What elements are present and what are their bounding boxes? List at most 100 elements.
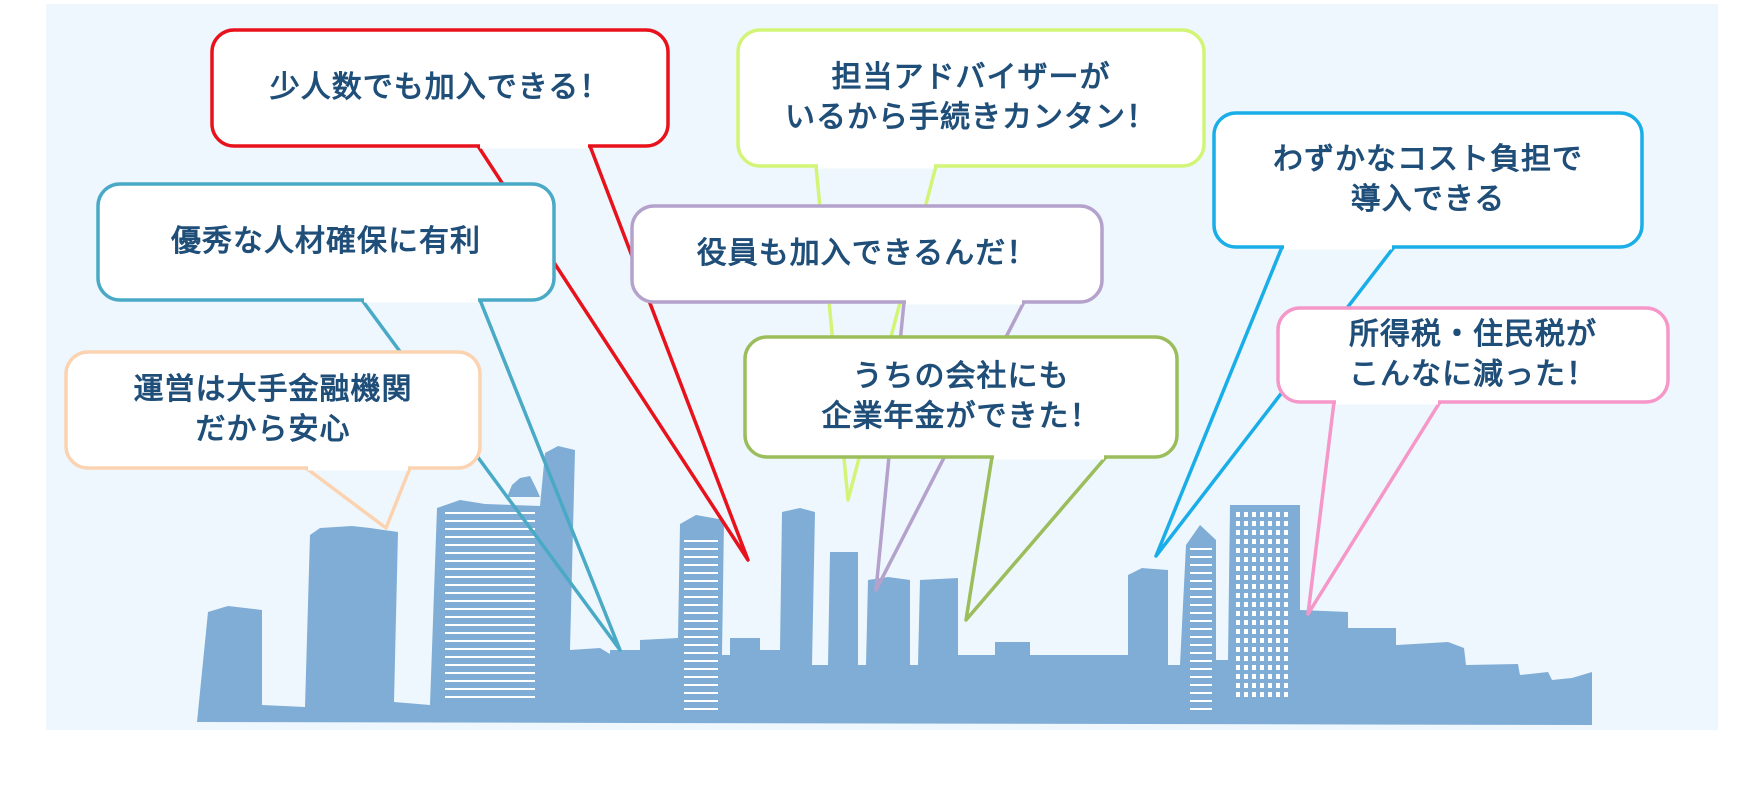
window-cell bbox=[1268, 575, 1272, 580]
window-cell bbox=[1284, 521, 1288, 526]
window-cell bbox=[1268, 530, 1272, 535]
window-cell bbox=[1252, 665, 1256, 670]
window-stripe bbox=[445, 600, 535, 602]
window-cell bbox=[1244, 593, 1248, 598]
window-cell bbox=[1244, 620, 1248, 625]
window-cell bbox=[1244, 629, 1248, 634]
window-cell bbox=[1276, 683, 1280, 688]
speech-bubbles bbox=[64, 28, 1670, 652]
window-stripe bbox=[684, 580, 718, 582]
window-cell bbox=[1268, 593, 1272, 598]
window-stripe bbox=[684, 564, 718, 566]
window-cell bbox=[1236, 512, 1240, 517]
window-cell bbox=[1252, 620, 1256, 625]
window-stripe bbox=[445, 608, 535, 610]
window-cell bbox=[1268, 674, 1272, 679]
bubble-box-tax bbox=[1276, 306, 1670, 404]
bubble-tail-tax bbox=[1306, 401, 1442, 616]
window-cell bbox=[1244, 602, 1248, 607]
window-cell bbox=[1244, 539, 1248, 544]
window-cell bbox=[1236, 557, 1240, 562]
bubble-box-talent bbox=[96, 182, 556, 302]
window-cell bbox=[1276, 575, 1280, 580]
window-stripe bbox=[445, 680, 535, 682]
window-stripe bbox=[684, 612, 718, 614]
window-cell bbox=[1276, 647, 1280, 652]
window-stripe bbox=[445, 632, 535, 634]
window-stripe bbox=[1190, 636, 1212, 638]
window-cell bbox=[1284, 584, 1288, 589]
window-stripe bbox=[1190, 692, 1212, 694]
window-cell bbox=[1236, 530, 1240, 535]
window-stripe bbox=[684, 676, 718, 678]
window-stripe bbox=[445, 568, 535, 570]
window-stripe bbox=[445, 512, 535, 514]
window-cell bbox=[1252, 566, 1256, 571]
window-cell bbox=[1268, 611, 1272, 616]
window-cell bbox=[1284, 665, 1288, 670]
window-stripe bbox=[445, 560, 535, 562]
window-cell bbox=[1252, 584, 1256, 589]
window-cell bbox=[1260, 530, 1264, 535]
window-cell bbox=[1244, 674, 1248, 679]
window-cell bbox=[1260, 656, 1264, 661]
window-stripe bbox=[445, 552, 535, 554]
window-cell bbox=[1244, 656, 1248, 661]
window-stripe bbox=[1190, 620, 1212, 622]
window-stripe bbox=[1190, 572, 1212, 574]
window-stripe bbox=[1190, 700, 1212, 702]
window-cell bbox=[1244, 575, 1248, 580]
bubble-tail-pension bbox=[964, 455, 1108, 622]
window-cell bbox=[1260, 548, 1264, 553]
window-cell bbox=[1284, 530, 1288, 535]
window-stripe bbox=[684, 588, 718, 590]
window-cell bbox=[1276, 557, 1280, 562]
window-stripe bbox=[1190, 580, 1212, 582]
window-stripe bbox=[684, 708, 718, 710]
window-cell bbox=[1260, 521, 1264, 526]
window-cell bbox=[1284, 539, 1288, 544]
window-stripe bbox=[684, 572, 718, 574]
window-cell bbox=[1236, 656, 1240, 661]
window-cell bbox=[1268, 539, 1272, 544]
window-cell bbox=[1276, 539, 1280, 544]
window-stripe bbox=[445, 584, 535, 586]
window-cell bbox=[1252, 647, 1256, 652]
window-cell bbox=[1260, 683, 1264, 688]
window-cell bbox=[1260, 512, 1264, 517]
window-stripe bbox=[1190, 596, 1212, 598]
window-stripe bbox=[684, 660, 718, 662]
window-cell bbox=[1276, 584, 1280, 589]
window-cell bbox=[1236, 629, 1240, 634]
window-stripe bbox=[1190, 612, 1212, 614]
window-cell bbox=[1236, 575, 1240, 580]
window-cell bbox=[1244, 566, 1248, 571]
window-cell bbox=[1244, 692, 1248, 697]
window-cell bbox=[1284, 683, 1288, 688]
window-cell bbox=[1284, 611, 1288, 616]
window-stripe bbox=[1190, 548, 1212, 550]
window-cell bbox=[1268, 629, 1272, 634]
window-cell bbox=[1244, 521, 1248, 526]
window-cell bbox=[1252, 512, 1256, 517]
window-cell bbox=[1284, 602, 1288, 607]
window-cell bbox=[1244, 611, 1248, 616]
window-cell bbox=[1252, 602, 1256, 607]
skyline-silhouette bbox=[197, 446, 1592, 725]
window-stripe bbox=[445, 616, 535, 618]
window-cell bbox=[1276, 602, 1280, 607]
window-stripe bbox=[445, 576, 535, 578]
window-stripe bbox=[684, 684, 718, 686]
window-stripe bbox=[684, 628, 718, 630]
window-cell bbox=[1260, 629, 1264, 634]
window-cell bbox=[1236, 602, 1240, 607]
window-stripe bbox=[684, 620, 718, 622]
window-cell bbox=[1268, 638, 1272, 643]
window-stripe bbox=[684, 596, 718, 598]
window-cell bbox=[1284, 656, 1288, 661]
window-cell bbox=[1244, 638, 1248, 643]
window-cell bbox=[1260, 539, 1264, 544]
window-cell bbox=[1236, 620, 1240, 625]
